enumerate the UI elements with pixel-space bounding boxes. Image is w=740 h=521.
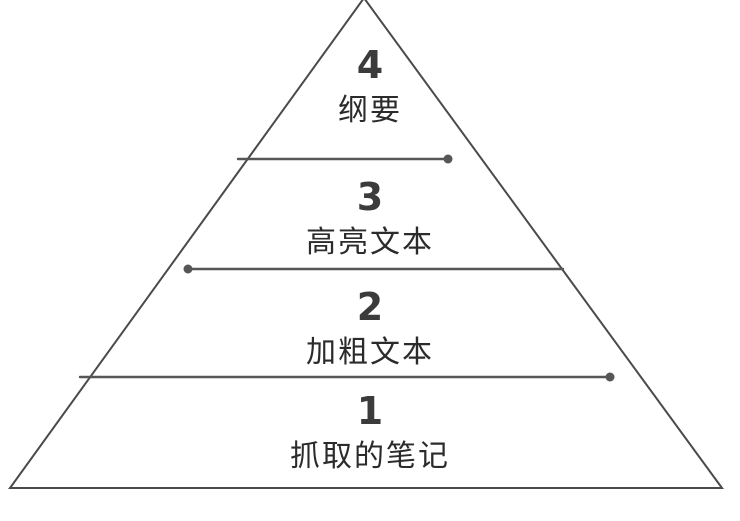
divider-level-3-2 xyxy=(183,264,565,274)
divider-level-2-1 xyxy=(78,372,615,382)
divider-dot-3-2 xyxy=(183,264,193,274)
divider-dot-2-1 xyxy=(605,372,615,382)
divider-dot-4-3 xyxy=(443,154,453,164)
divider-level-4-3 xyxy=(236,154,453,164)
pyramid-outline xyxy=(8,0,724,489)
